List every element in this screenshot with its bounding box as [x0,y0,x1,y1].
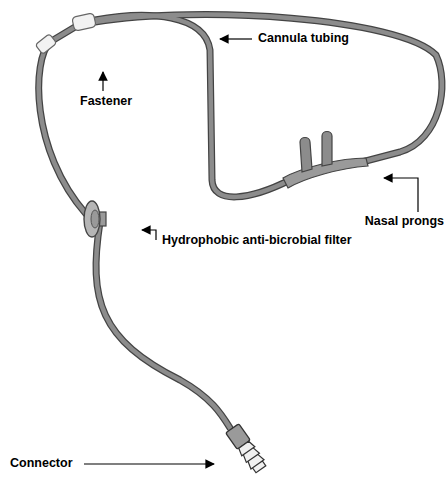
nasal-prong [300,138,312,173]
fastener [72,13,96,31]
filter [84,201,106,237]
part-label: Nasal prongs [365,214,444,229]
slide-piece [35,34,57,55]
connector-fitting [226,424,268,474]
part-label: Hydrophobic anti-bicrobial filter [162,233,352,248]
leader-lines [84,39,418,464]
part-label: Connector [10,456,73,471]
part-label: Fastener [80,94,132,109]
nasal-prong [322,132,332,167]
part-label: Cannula tubing [258,31,349,46]
